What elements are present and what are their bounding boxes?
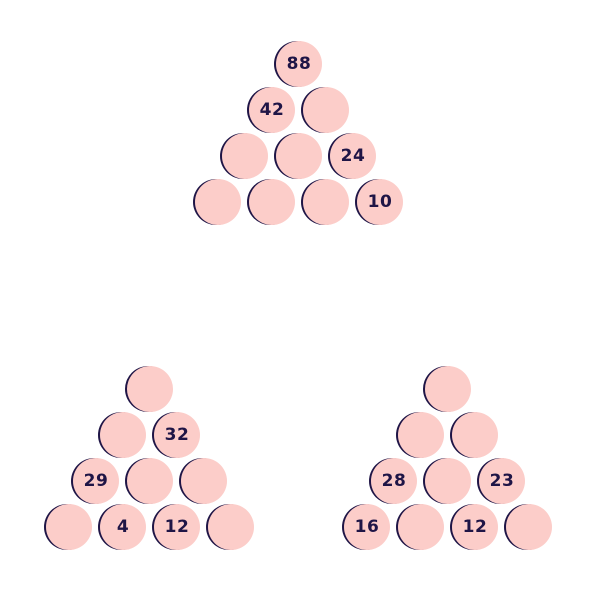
pyramid-cell[interactable] — [396, 412, 444, 458]
pyramid-cell[interactable] — [301, 87, 349, 133]
cell-number: 24 — [330, 133, 376, 179]
cell-number — [181, 458, 227, 504]
pyramid-cell[interactable]: 32 — [152, 412, 200, 458]
pyramid-cell[interactable] — [423, 458, 471, 504]
cell-number — [100, 412, 146, 458]
pyramid-cell[interactable] — [423, 366, 471, 412]
cell-number — [303, 87, 349, 133]
cell-number: 10 — [357, 179, 403, 225]
cell-number — [195, 179, 241, 225]
cell-number: 28 — [371, 458, 417, 504]
pyramid-cell[interactable] — [220, 133, 268, 179]
cell-number — [452, 412, 498, 458]
pyramid-cell[interactable] — [125, 458, 173, 504]
pyramid-cell[interactable]: 10 — [355, 179, 403, 225]
pyramid-cell[interactable]: 4 — [98, 504, 146, 550]
cell-number: 32 — [154, 412, 200, 458]
pyramid-cell[interactable] — [125, 366, 173, 412]
cell-number: 29 — [73, 458, 119, 504]
cell-number — [222, 133, 268, 179]
pyramid-cell[interactable] — [193, 179, 241, 225]
cell-number: 12 — [452, 504, 498, 550]
pyramid-cell[interactable]: 12 — [450, 504, 498, 550]
cell-number: 88 — [276, 41, 322, 87]
pyramid-cell[interactable] — [98, 412, 146, 458]
pyramid-cell[interactable] — [44, 504, 92, 550]
pyramid-cell[interactable] — [206, 504, 254, 550]
pyramid-cell[interactable]: 29 — [71, 458, 119, 504]
pyramid-cell[interactable] — [247, 179, 295, 225]
cell-number — [127, 458, 173, 504]
cell-number — [425, 366, 471, 412]
pyramid-cell[interactable] — [274, 133, 322, 179]
cell-number — [506, 504, 552, 550]
pyramid-cell[interactable] — [504, 504, 552, 550]
cell-number — [303, 179, 349, 225]
cell-number — [276, 133, 322, 179]
cell-number: 16 — [344, 504, 390, 550]
cell-number — [46, 504, 92, 550]
pyramid-cell[interactable]: 23 — [477, 458, 525, 504]
cell-number: 42 — [249, 87, 295, 133]
cell-number: 23 — [479, 458, 525, 504]
cell-number: 12 — [154, 504, 200, 550]
cell-number — [127, 366, 173, 412]
cell-number — [398, 504, 444, 550]
pyramid-cell[interactable] — [301, 179, 349, 225]
pyramid-cell[interactable] — [450, 412, 498, 458]
cell-number — [398, 412, 444, 458]
cell-number — [249, 179, 295, 225]
pyramid-cell[interactable]: 12 — [152, 504, 200, 550]
pyramid-cell[interactable] — [396, 504, 444, 550]
pyramid-cell[interactable]: 88 — [274, 41, 322, 87]
pyramid-cell[interactable]: 16 — [342, 504, 390, 550]
pyramid-cell[interactable]: 28 — [369, 458, 417, 504]
cell-number — [425, 458, 471, 504]
cell-number: 4 — [100, 504, 146, 550]
cell-number — [208, 504, 254, 550]
pyramid-cell[interactable] — [179, 458, 227, 504]
pyramid-cell[interactable]: 42 — [247, 87, 295, 133]
pyramid-cell[interactable]: 24 — [328, 133, 376, 179]
